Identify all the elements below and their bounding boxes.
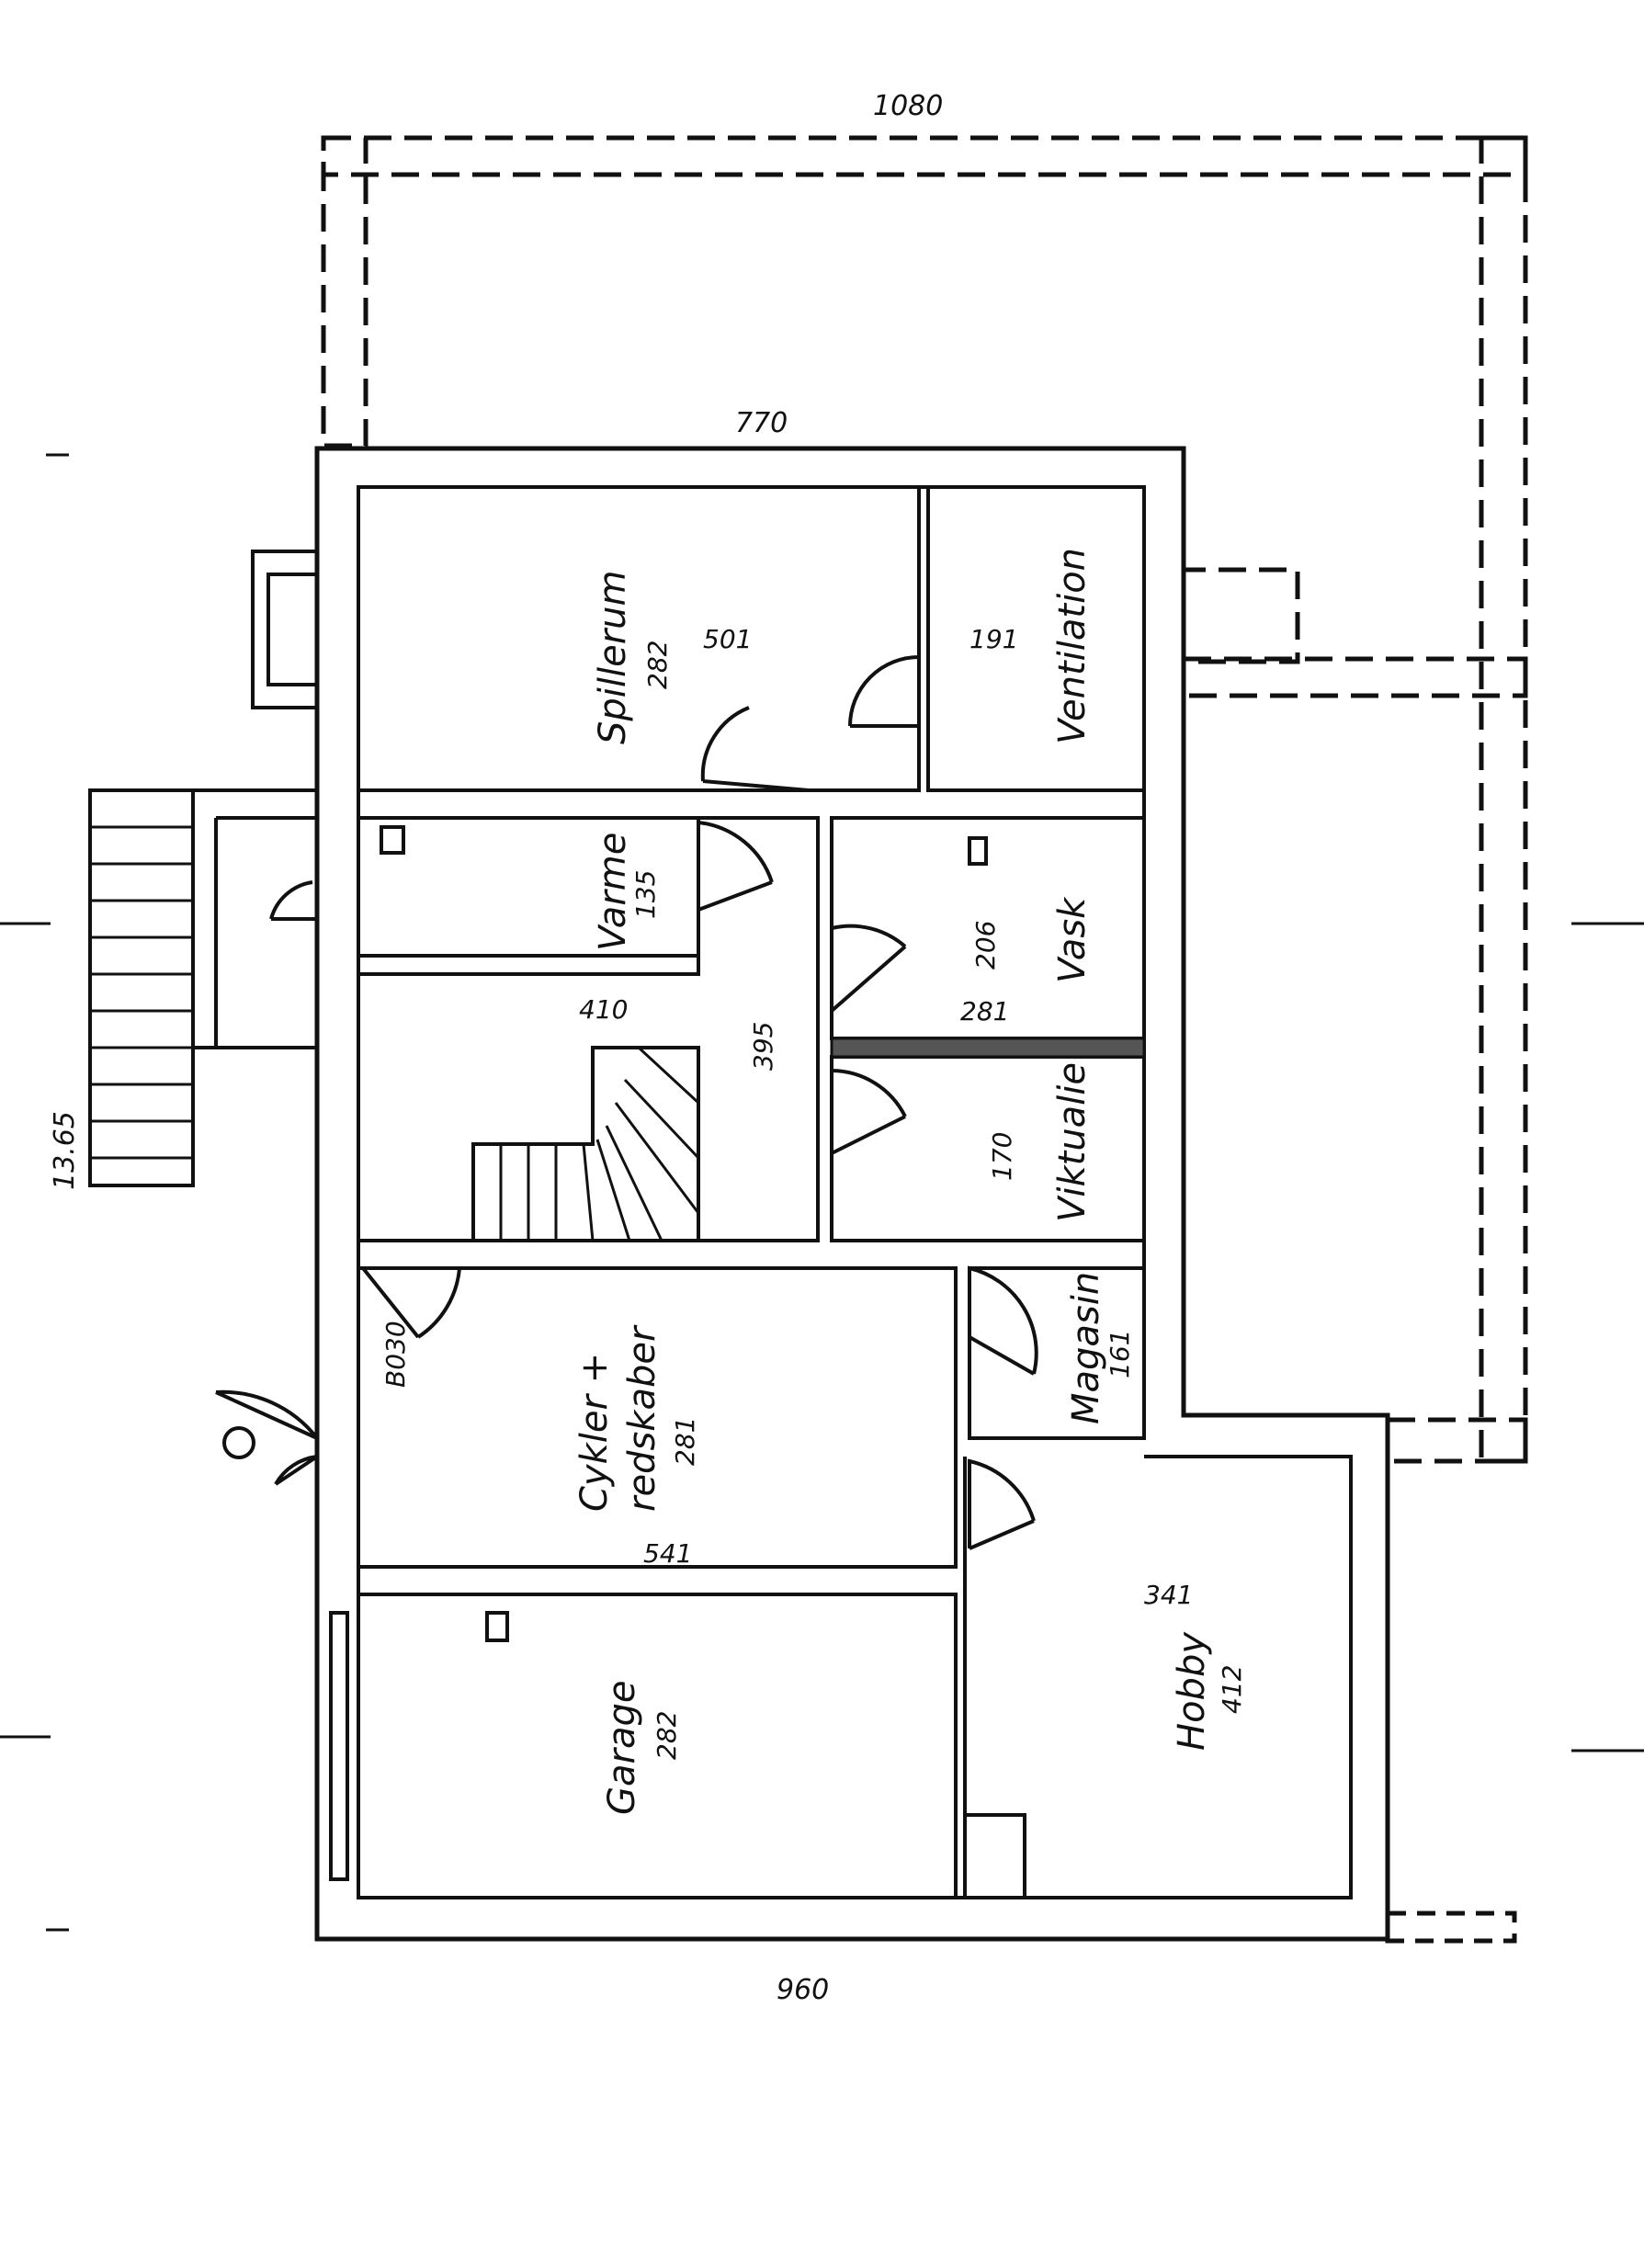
fixtures bbox=[222, 825, 988, 1642]
dimension-left: 13.65 bbox=[49, 1111, 81, 1190]
door-label-b030: B030 bbox=[380, 1321, 411, 1388]
room-name-varme: Varme bbox=[592, 833, 634, 951]
edge-ticks bbox=[0, 453, 1644, 1932]
light-well bbox=[251, 550, 317, 709]
room-height-cykler: 281 bbox=[670, 1417, 700, 1466]
dimension-top-outer: 1080 bbox=[873, 90, 943, 122]
room-name-cykler-line2: redskaber bbox=[621, 1324, 663, 1512]
room-area-vask: 206 bbox=[970, 921, 1001, 970]
room-name-viktualie: Viktualie bbox=[1051, 1062, 1094, 1222]
room-height-spillerum: 282 bbox=[642, 641, 673, 689]
outer-wall bbox=[314, 446, 1390, 1942]
door-swings bbox=[215, 655, 1038, 1550]
room-area-hobby: 412 bbox=[1217, 1665, 1247, 1714]
room-name-hobby: Hobby bbox=[1171, 1631, 1213, 1751]
room-name-magasin: Magasin bbox=[1065, 1272, 1107, 1424]
room-width-cykler: 541 bbox=[643, 1538, 692, 1569]
room-area-viktualie: 170 bbox=[987, 1132, 1017, 1181]
room-width-vask: 281 bbox=[960, 996, 1009, 1026]
room-height-garage: 282 bbox=[652, 1711, 682, 1760]
room-name-cykler-line1: Cykler + bbox=[573, 1353, 616, 1512]
dimension-top-wall: 770 bbox=[735, 407, 788, 439]
exterior-stair bbox=[88, 788, 317, 1187]
stair-width: 410 bbox=[579, 994, 628, 1025]
room-name-ventilation: Ventilation bbox=[1051, 548, 1094, 744]
room-name-garage: Garage bbox=[601, 1681, 643, 1815]
interior-stair bbox=[471, 1046, 700, 1242]
room-area-spillerum: 501 bbox=[703, 624, 752, 654]
room-area-varme: 135 bbox=[630, 870, 661, 919]
hatched-outer-wall bbox=[321, 135, 1528, 1944]
dimension-bottom: 960 bbox=[777, 1974, 829, 2006]
room-area-magasin: 161 bbox=[1105, 1330, 1135, 1378]
room-width-hobby: 341 bbox=[1144, 1580, 1193, 1610]
room-area-ventilation: 191 bbox=[969, 624, 1018, 654]
room-name-spillerum: Spillerum bbox=[592, 571, 634, 745]
room-name-vask: Vask bbox=[1051, 896, 1094, 983]
stair-length: 395 bbox=[748, 1022, 778, 1071]
